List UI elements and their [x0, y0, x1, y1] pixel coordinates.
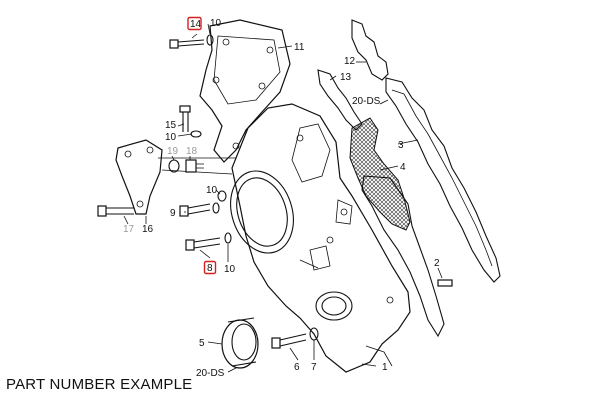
label-20-ds-bottom[interactable]: 20-DS: [196, 368, 225, 379]
label-4[interactable]: 4: [400, 162, 406, 173]
label-9[interactable]: 9: [170, 208, 176, 219]
label-18[interactable]: 18: [186, 146, 198, 157]
upper-cover-part: [199, 19, 291, 163]
label-14[interactable]: 14: [190, 19, 202, 30]
bolt-9-part: [179, 202, 220, 217]
gasket-4-part: [349, 117, 445, 338]
label-10-bottom[interactable]: 10: [224, 264, 236, 275]
label-7[interactable]: 7: [311, 362, 317, 373]
label-1[interactable]: 1: [382, 362, 388, 373]
label-10-mid[interactable]: 10: [165, 132, 177, 143]
label-15[interactable]: 15: [165, 120, 177, 131]
sensor-19-part: [168, 159, 180, 173]
plug-18-part: [185, 159, 204, 173]
bolt-17-part: [97, 205, 134, 217]
washer-10-mid-part: [190, 130, 202, 138]
gasket-3-part: [385, 77, 501, 283]
bolt-8-part: [185, 237, 221, 251]
part-labels: 14 10 11 12 13 20-DS 3 4 15 10 19 18 10 …: [123, 16, 440, 379]
seal-5-part: [221, 317, 259, 369]
highlight-box-8: [203, 260, 217, 275]
bolt-6-part: [271, 333, 307, 349]
label-10-lower[interactable]: 10: [206, 185, 218, 196]
washer-10-top-part: [206, 34, 214, 46]
label-12[interactable]: 12: [344, 56, 356, 67]
label-5[interactable]: 5: [199, 338, 205, 349]
highlight-box-14: [187, 16, 202, 31]
gasket-12-part: [351, 19, 389, 81]
caption: PART NUMBER EXAMPLE: [6, 376, 193, 393]
label-20-ds-top[interactable]: 20-DS: [352, 96, 381, 107]
label-2[interactable]: 2: [434, 258, 440, 269]
label-10-top[interactable]: 10: [210, 18, 222, 29]
washer-10-lower-part: [217, 190, 227, 202]
timing-case-cover-part: [230, 103, 411, 373]
label-19[interactable]: 19: [167, 146, 179, 157]
bolt-15-part: [179, 105, 191, 132]
leader-lines: [123, 23, 443, 373]
label-8[interactable]: 8: [207, 263, 213, 274]
label-6[interactable]: 6: [294, 362, 300, 373]
bolt-14-part: [169, 39, 205, 49]
dowel-2-part: [437, 279, 453, 287]
label-13[interactable]: 13: [340, 72, 352, 83]
label-11[interactable]: 11: [294, 42, 305, 53]
label-3[interactable]: 3: [398, 140, 404, 151]
label-17[interactable]: 17: [123, 224, 135, 235]
bracket-16-part: [115, 139, 236, 215]
label-16[interactable]: 16: [142, 224, 154, 235]
washer-10-bottom-part: [224, 232, 232, 244]
